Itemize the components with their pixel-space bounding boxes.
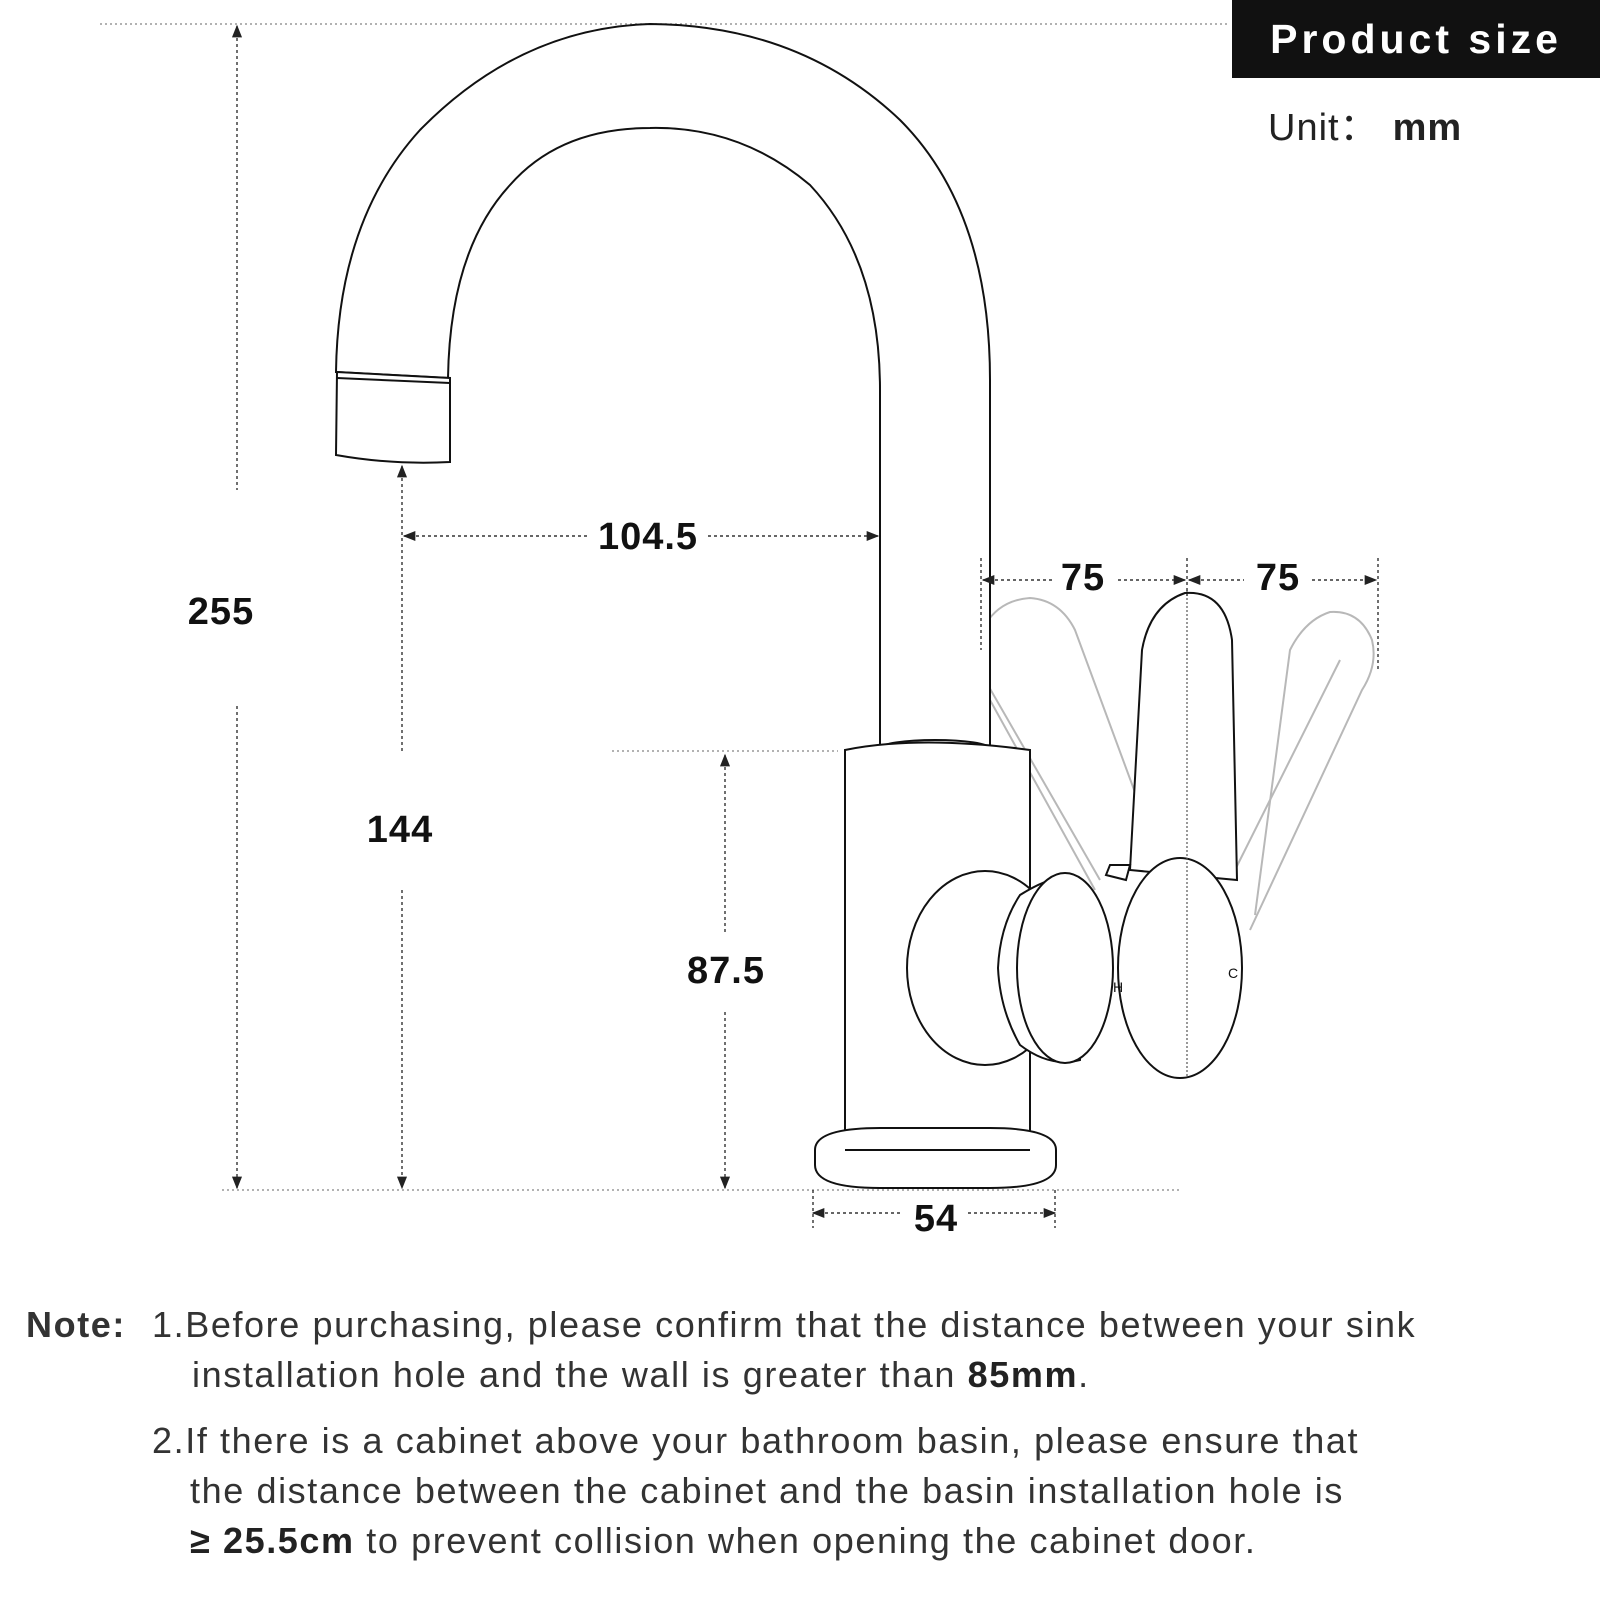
unit-prefix: Unit： xyxy=(1268,107,1379,149)
note-2: 2.If there is a cabinet above your bathr… xyxy=(26,1416,1586,1566)
unit-value: mm xyxy=(1392,107,1463,149)
note-2-line-3: ≥ 25.5cm to prevent collision when openi… xyxy=(190,1520,1257,1561)
spout-height-label: 144 xyxy=(367,809,433,851)
lever-handle xyxy=(1128,591,1239,882)
note-2-line-1: 2.If there is a cabinet above your bathr… xyxy=(152,1420,1360,1461)
total-height-label: 255 xyxy=(188,591,254,633)
faucet-spout xyxy=(334,22,991,756)
handle-hub xyxy=(1117,857,1243,1079)
handle-swing-right-label: 75 xyxy=(1256,557,1300,599)
base-width-label: 54 xyxy=(914,1198,958,1240)
min-wall-distance: 85mm xyxy=(967,1354,1079,1395)
product-size-header: Product size xyxy=(1232,0,1600,78)
unit-label: Unit： mm xyxy=(1268,96,1462,151)
handle-swing-ghost-right xyxy=(1229,610,1375,931)
note-1-line-2: installation hole and the wall is greate… xyxy=(192,1354,1090,1395)
min-cabinet-distance: ≥ 25.5cm xyxy=(190,1520,355,1561)
notes-section: Note: 1.Before purchasing, please confir… xyxy=(26,1300,1586,1566)
note-2-line-2: the distance between the cabinet and the… xyxy=(190,1470,1344,1511)
spout-reach-label: 104.5 xyxy=(598,516,698,558)
spout-aerator xyxy=(334,370,451,464)
note-heading: Note: xyxy=(26,1304,126,1345)
handle-swing-left-label: 75 xyxy=(1061,557,1105,599)
hot-mark: H xyxy=(1113,979,1123,995)
faucet-dimension-diagram: H C 255 144 104.5 87.5 54 75 75 xyxy=(100,22,1379,1240)
body-height-label: 87.5 xyxy=(687,950,765,992)
cold-mark: C xyxy=(1228,965,1238,981)
note-1: Note: 1.Before purchasing, please confir… xyxy=(26,1300,1586,1400)
faucet-base xyxy=(814,1127,1057,1189)
note-1-line-1: 1.Before purchasing, please confirm that… xyxy=(152,1304,1417,1345)
